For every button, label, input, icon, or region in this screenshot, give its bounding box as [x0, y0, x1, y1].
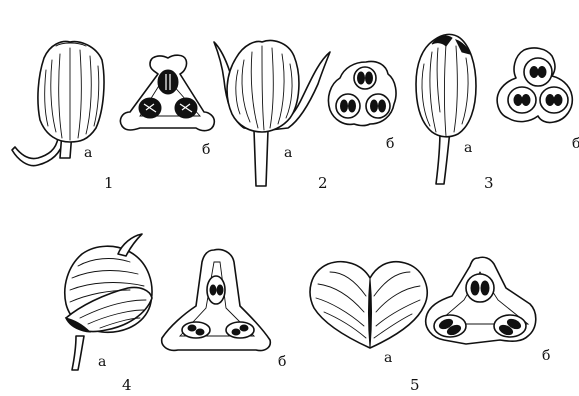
- figure-5: а б 5: [310, 257, 550, 394]
- figure-3-label-b: б: [572, 136, 579, 152]
- figure-2-label-a: а: [284, 145, 292, 161]
- figure-5-label-b: б: [542, 348, 550, 364]
- figure-4: а б 4: [65, 234, 287, 394]
- figure-3-number: 3: [484, 174, 494, 192]
- figure-2-number: 2: [318, 174, 328, 192]
- fruit-5-side-view: [310, 262, 427, 348]
- figure-1: а б 1: [12, 42, 214, 192]
- figure-4-label-b: б: [278, 354, 286, 370]
- figure-5-number: 5: [410, 376, 420, 394]
- figure-1-label-a: а: [84, 145, 92, 161]
- fruit-2-cross-section: [328, 62, 396, 126]
- figure-2-label-b: б: [386, 136, 394, 152]
- fruit-5-cross-section: [426, 257, 536, 344]
- fruit-3-cross-section: [497, 48, 572, 123]
- figure-4-label-a: а: [98, 354, 106, 370]
- figure-3: а б 3: [416, 34, 579, 192]
- fruit-4-side-view: [65, 234, 152, 370]
- figure-2: а б 2: [214, 41, 396, 192]
- fruit-4-cross-section: [162, 250, 271, 351]
- fruit-2-side-view: [214, 41, 330, 186]
- fruit-1-cross-section: [120, 55, 214, 130]
- figure-3-label-a: а: [464, 140, 472, 156]
- figure-4-number: 4: [122, 376, 132, 394]
- figure-1-number: 1: [104, 174, 114, 192]
- figure-1-label-b: б: [202, 142, 210, 158]
- figure-5-label-a: а: [384, 350, 392, 366]
- fruit-3-side-view: [416, 34, 476, 184]
